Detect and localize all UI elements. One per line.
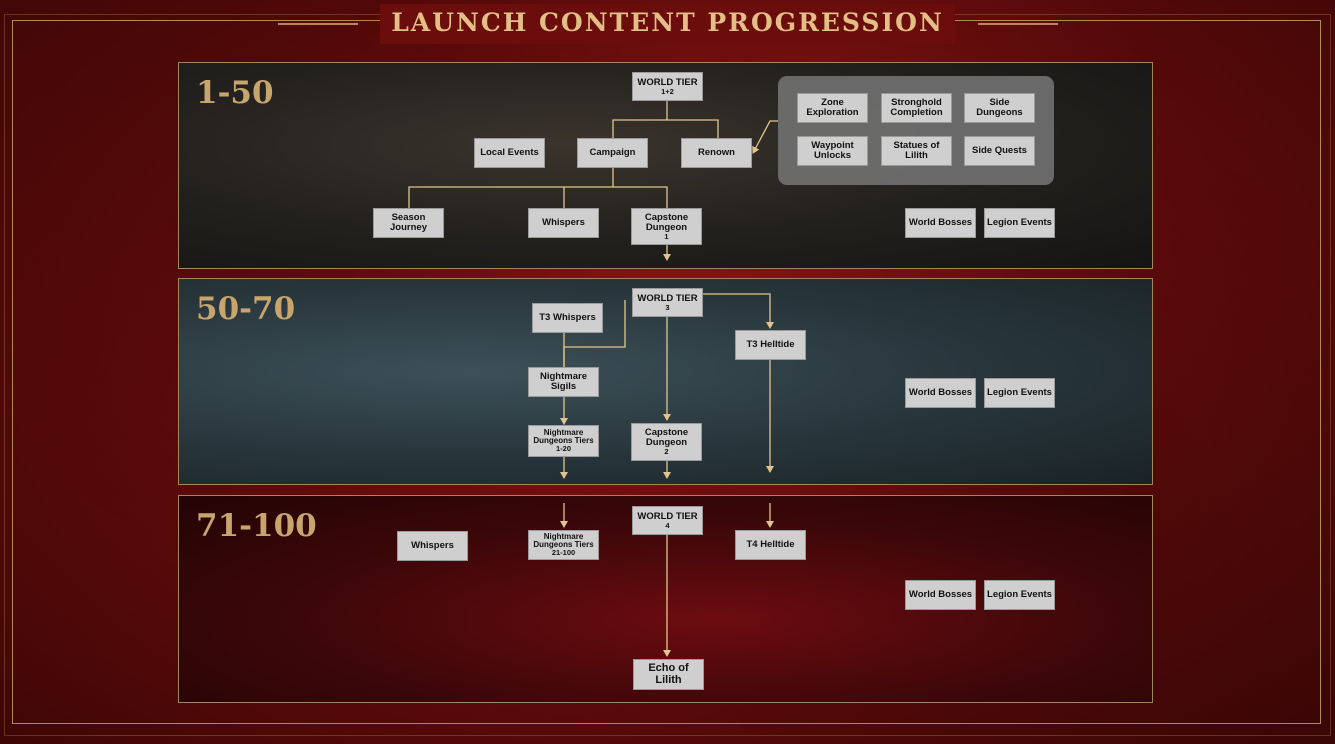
node-world-bosses: World Bosses — [905, 378, 976, 408]
node-world-tier-4: WORLD TIER 4 — [632, 506, 703, 535]
node-subtitle: 21-100 — [552, 549, 575, 557]
node-title: Nightmare Dungeons Tiers — [533, 429, 593, 446]
node-subtitle: 1-20 — [556, 445, 571, 453]
node-t3-whispers: T3 Whispers — [532, 303, 603, 333]
tier-label: 50-70 — [196, 291, 295, 327]
node-capstone-dungeon-2: Capstone Dungeon 2 — [631, 423, 702, 461]
node-title: Capstone Dungeon — [645, 213, 688, 233]
node-nightmare-sigils: Nightmare Sigils — [528, 367, 599, 397]
node-echo-of-lilith: Echo of Lilith — [633, 659, 704, 690]
node-world-bosses: World Bosses — [905, 208, 976, 238]
node-campaign: Campaign — [577, 138, 648, 168]
node-world-tier-1-2: WORLD TIER 1+2 — [632, 72, 703, 101]
node-t4-helltide: T4 Helltide — [735, 530, 806, 560]
title-flourish-left — [278, 23, 358, 25]
tier-label: 71-100 — [196, 508, 317, 544]
node-capstone-dungeon-1: Capstone Dungeon 1 — [631, 208, 702, 245]
node-legion-events: Legion Events — [984, 378, 1055, 408]
node-subtitle: 2 — [664, 448, 668, 456]
node-title: Nightmare Dungeons Tiers — [533, 533, 593, 550]
node-whispers: Whispers — [397, 531, 468, 561]
node-subtitle: 1 — [664, 233, 668, 241]
node-season-journey: Season Journey — [373, 208, 444, 238]
title-flourish-right — [978, 23, 1058, 25]
page-title: LAUNCH CONTENT PROGRESSION — [380, 8, 955, 37]
node-t3-helltide: T3 Helltide — [735, 330, 806, 360]
node-legion-events: Legion Events — [984, 580, 1055, 610]
node-nightmare-dungeons-21-100: Nightmare Dungeons Tiers 21-100 — [528, 530, 599, 560]
node-statues-of-lilith: Statues of Lilith — [881, 136, 952, 166]
node-world-tier-3: WORLD TIER 3 — [632, 288, 703, 317]
node-nightmare-dungeons-1-20: Nightmare Dungeons Tiers 1-20 — [528, 425, 599, 457]
node-whispers: Whispers — [528, 208, 599, 238]
node-stronghold-completion: Stronghold Completion — [881, 93, 952, 123]
node-subtitle: 1+2 — [661, 88, 674, 96]
node-zone-exploration: Zone Exploration — [797, 93, 868, 123]
node-local-events: Local Events — [474, 138, 545, 168]
node-world-bosses: World Bosses — [905, 580, 976, 610]
node-subtitle: 4 — [665, 522, 669, 530]
node-side-quests: Side Quests — [964, 136, 1035, 166]
node-waypoint-unlocks: Waypoint Unlocks — [797, 136, 868, 166]
node-title: Capstone Dungeon — [645, 428, 688, 448]
tier-label: 1-50 — [196, 75, 274, 111]
node-side-dungeons: Side Dungeons — [964, 93, 1035, 123]
node-legion-events: Legion Events — [984, 208, 1055, 238]
node-subtitle: 3 — [665, 304, 669, 312]
node-renown: Renown — [681, 138, 752, 168]
